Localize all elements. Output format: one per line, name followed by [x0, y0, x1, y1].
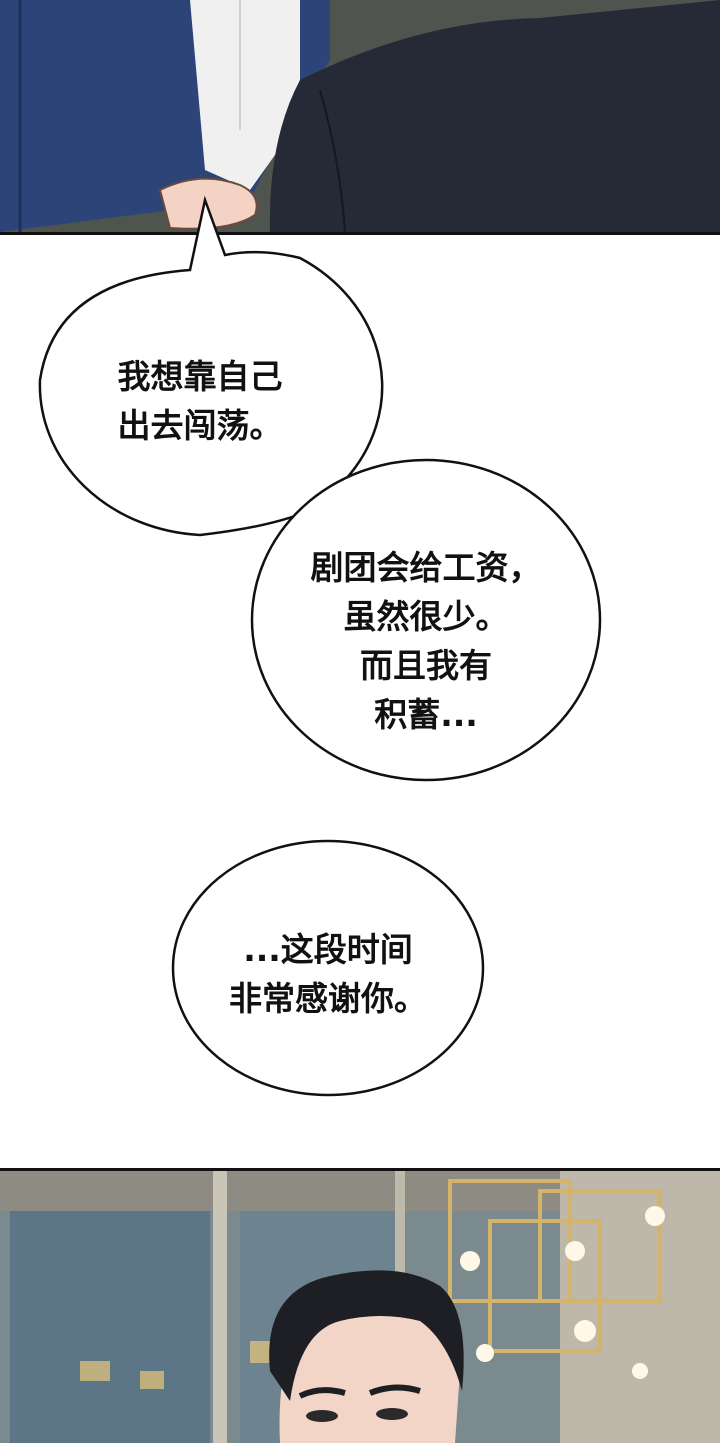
bubble-line: 我想靠自己 — [117, 357, 283, 396]
bubble-line: 而且我有 — [360, 646, 492, 685]
bubble-line: 剧团会给工资， — [310, 548, 542, 587]
speech-bubble-1-text: 我想靠自己 出去闯荡。 — [80, 352, 320, 450]
bubble-line: 非常感谢你。 — [229, 979, 427, 1018]
panel-top-illustration — [0, 0, 720, 235]
panel-bottom-illustration — [0, 1168, 720, 1443]
speech-bubble-2 — [250, 458, 602, 782]
bubble-line: 出去闯荡。 — [117, 406, 283, 445]
speech-bubble-3 — [171, 839, 485, 1097]
bubble-line: 虽然很少。 — [343, 597, 509, 636]
speech-bubble-2-text: 剧团会给工资， 虽然很少。 而且我有 积蓄... — [276, 543, 576, 739]
speech-bubble-1 — [38, 195, 384, 537]
bubble-line: ...这段时间 — [243, 930, 413, 969]
bubble-line: 积蓄... — [374, 695, 478, 734]
speech-bubble-3-text: ...这段时间 非常感谢你。 — [193, 925, 463, 1023]
